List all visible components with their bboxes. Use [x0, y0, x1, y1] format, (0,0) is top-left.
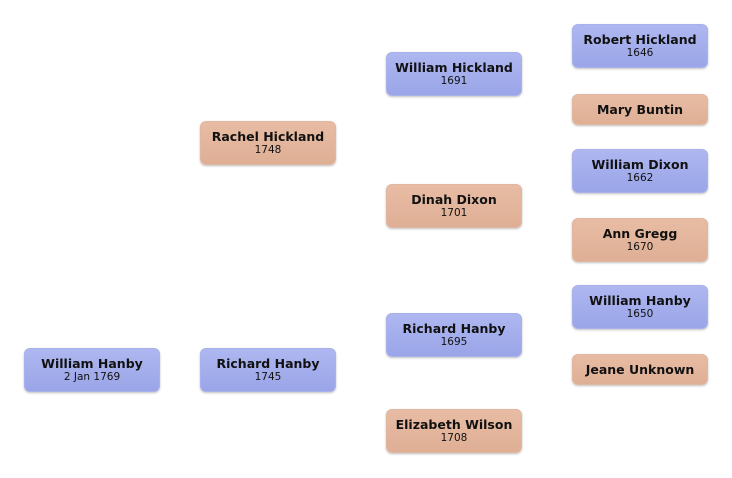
person-card-great-grandmother-gregg[interactable]: Ann Gregg 1670 — [572, 218, 708, 262]
person-card-maternal-grandfather[interactable]: William Hickland 1691 — [386, 52, 522, 96]
person-card-maternal-grandmother[interactable]: Dinah Dixon 1701 — [386, 184, 522, 228]
person-date: 1745 — [254, 371, 282, 383]
person-date: 1670 — [626, 241, 654, 253]
person-date: 1691 — [440, 75, 468, 87]
person-card-great-grandfather-dixon[interactable]: William Dixon 1662 — [572, 149, 708, 193]
person-name: William Dixon — [591, 157, 689, 172]
person-name: Ann Gregg — [602, 226, 678, 241]
person-name: Rachel Hickland — [211, 129, 325, 144]
person-card-paternal-grandmother[interactable]: Elizabeth Wilson 1708 — [386, 409, 522, 453]
person-name: Robert Hickland — [583, 32, 697, 47]
person-name: Elizabeth Wilson — [395, 417, 513, 432]
person-card-great-grandfather-hickland[interactable]: Robert Hickland 1646 — [572, 24, 708, 68]
person-name: William Hickland — [395, 60, 513, 75]
person-card-father[interactable]: Richard Hanby 1745 — [200, 348, 336, 392]
person-card-mother[interactable]: Rachel Hickland 1748 — [200, 121, 336, 165]
person-card-root[interactable]: William Hanby 2 Jan 1769 — [24, 348, 160, 392]
person-card-great-grandmother-unknown[interactable]: Jeane Unknown — [572, 354, 708, 385]
person-date: 2 Jan 1769 — [63, 371, 121, 383]
person-card-paternal-grandfather[interactable]: Richard Hanby 1695 — [386, 313, 522, 357]
person-name: Richard Hanby — [402, 321, 506, 336]
person-card-great-grandmother-buntin[interactable]: Mary Buntin — [572, 94, 708, 125]
person-date: 1650 — [626, 308, 654, 320]
person-date: 1646 — [626, 47, 654, 59]
person-date: 1748 — [254, 144, 282, 156]
person-name: William Hanby — [589, 293, 691, 308]
person-name: William Hanby — [41, 356, 143, 371]
person-name: Richard Hanby — [216, 356, 320, 371]
person-name: Jeane Unknown — [585, 362, 695, 377]
person-date: 1662 — [626, 172, 654, 184]
person-name: Dinah Dixon — [411, 192, 497, 207]
person-name: Mary Buntin — [596, 102, 684, 117]
person-date: 1695 — [440, 336, 468, 348]
person-card-great-grandfather-hanby[interactable]: William Hanby 1650 — [572, 285, 708, 329]
person-date: 1708 — [440, 432, 468, 444]
person-date: 1701 — [440, 207, 468, 219]
